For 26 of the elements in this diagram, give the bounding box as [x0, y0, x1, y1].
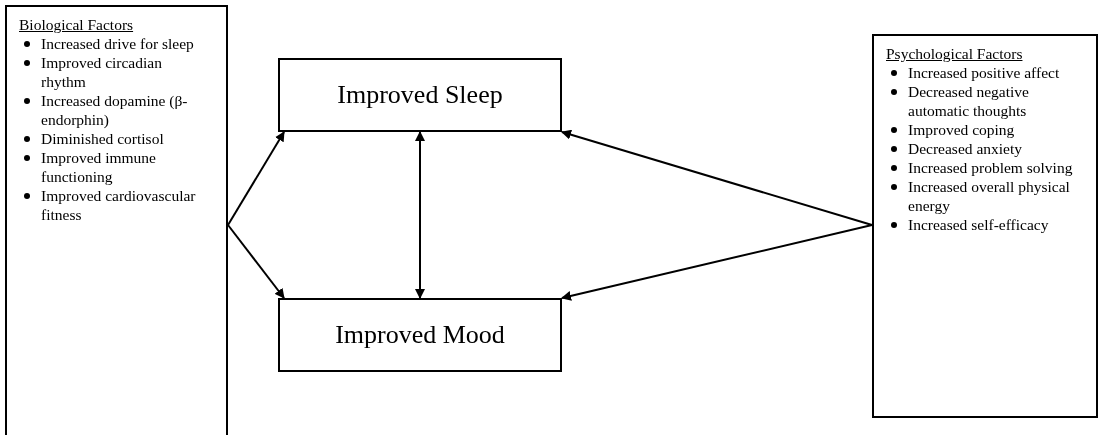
arrow	[561, 224, 873, 301]
box-label: Improved Mood	[335, 320, 505, 350]
outcome-box	[278, 58, 562, 132]
list-item: Decreased anxiety	[908, 140, 1023, 157]
list-item: Improved coping	[908, 121, 1015, 138]
box-label: Improved Sleep	[337, 80, 503, 110]
list-item: Increased overall physical energy	[908, 178, 1070, 214]
arrow	[561, 129, 873, 226]
list-item: Increased problem solving	[908, 159, 1073, 176]
list-item: Diminished cortisol	[41, 130, 164, 147]
arrow	[227, 131, 285, 226]
list-item: Increased self-efficacy	[908, 216, 1049, 233]
heading: Psychological Factors	[886, 44, 1024, 63]
arrow	[415, 131, 425, 299]
outcome-box	[278, 298, 562, 372]
list-item: Increased drive for sleep	[41, 35, 194, 52]
list-item: Increased dopamine (β-endorphin)	[41, 92, 188, 128]
list-item: Increased positive affect	[908, 64, 1060, 81]
arrow	[227, 224, 285, 299]
factor-list-box	[5, 5, 228, 435]
heading: Biological Factors	[19, 15, 135, 34]
factor-list-box	[872, 34, 1098, 418]
list-item: Improved circadian rhythm	[41, 54, 162, 90]
list-item: Improved immune functioning	[41, 149, 156, 185]
list-item: Improved cardiovascular fitness	[41, 187, 196, 223]
list-item: Decreased negative automatic thoughts	[908, 83, 1029, 119]
